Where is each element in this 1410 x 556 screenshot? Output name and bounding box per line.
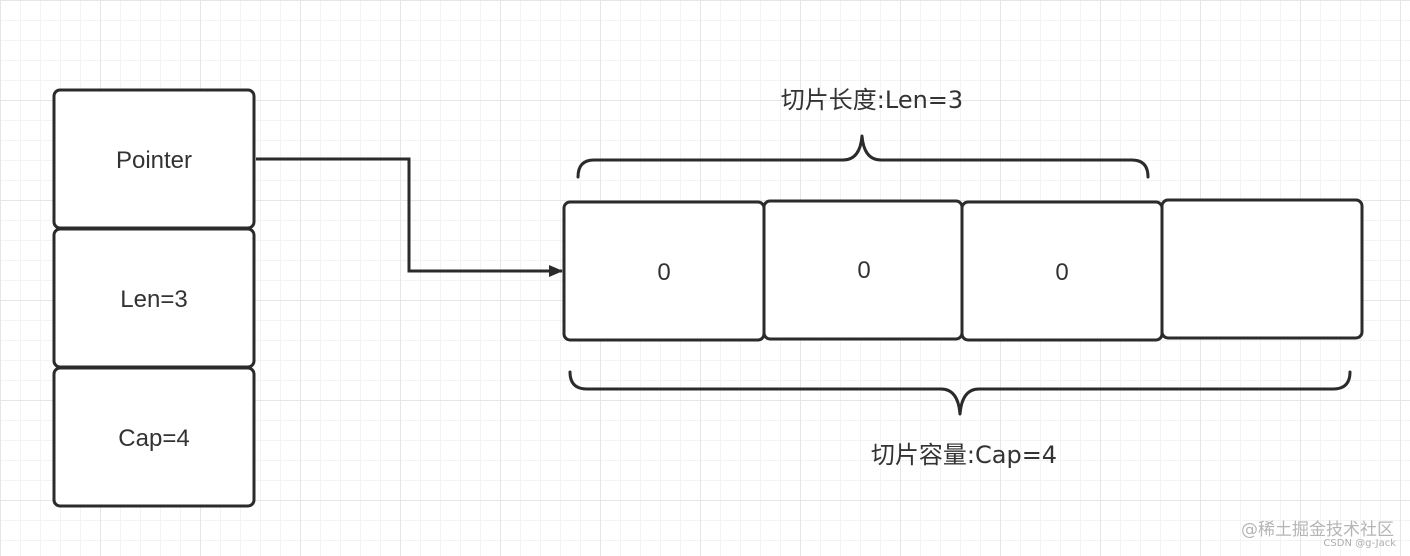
- capacity-label: 切片容量:Cap=4: [871, 441, 1057, 469]
- length-brace: [576, 134, 1150, 179]
- array-cell-value: 0: [1055, 259, 1068, 286]
- header-field-pointer-label: Pointer: [116, 147, 192, 174]
- slice-header-struct: Pointer Len=3 Cap=4: [52, 88, 256, 508]
- pointer-arrow: [256, 157, 563, 277]
- array-cell: 0: [762, 199, 964, 341]
- header-field-cap-label: Cap=4: [118, 425, 189, 452]
- array-cell: 0: [960, 200, 1164, 342]
- array-cell: [1160, 198, 1364, 340]
- header-field-cap-box: [52, 366, 256, 508]
- array-cell: 0: [562, 200, 766, 342]
- header-field-cap: Cap=4: [52, 366, 256, 508]
- header-field-pointer: Pointer: [52, 88, 256, 230]
- array-cell-value: 0: [657, 259, 670, 286]
- array-cell-box: [1160, 198, 1364, 340]
- header-field-len-label: Len=3: [120, 286, 187, 313]
- community-watermark: @稀土掘金技术社区: [1241, 520, 1394, 540]
- header-field-len: Len=3: [52, 227, 256, 369]
- csdn-watermark: CSDN @g-Jack: [1323, 538, 1396, 549]
- length-label: 切片长度:Len=3: [781, 86, 963, 114]
- capacity-brace: [568, 370, 1352, 416]
- backing-array: 0 0 0: [562, 198, 1364, 342]
- capacity-brace-group: 切片容量:Cap=4: [568, 370, 1352, 469]
- length-brace-group: 切片长度:Len=3: [576, 86, 1150, 179]
- array-cell-value: 0: [857, 257, 870, 284]
